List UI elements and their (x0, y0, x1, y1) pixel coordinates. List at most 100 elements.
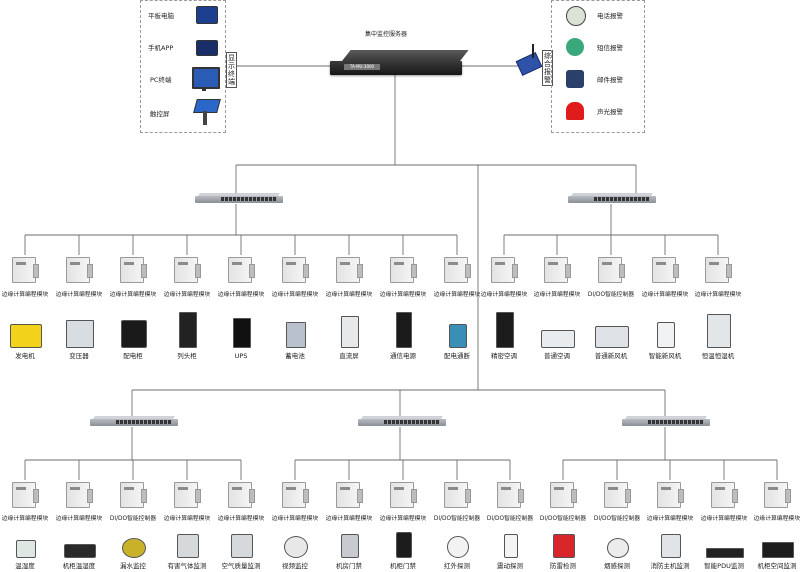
module-label: 边缘计算编程模块 (325, 292, 373, 298)
controller-module (120, 482, 147, 508)
field-device-icon (449, 324, 467, 348)
controller-module (711, 482, 738, 508)
pc-terminal-label: PC终端 (150, 76, 172, 84)
field-device-icon (341, 534, 359, 558)
device-label: 温湿度 (15, 562, 35, 570)
module-label: DI/DO智能控制器 (433, 516, 481, 522)
field-device-icon (16, 540, 36, 558)
email-alarm-icon (566, 70, 584, 88)
device-label: 烟感探测 (604, 562, 630, 570)
controller-module (550, 482, 577, 508)
field-device-icon (284, 536, 308, 558)
module-label: 边缘计算编程模块 (163, 292, 211, 298)
module-label: DI/DO智能控制器 (587, 292, 635, 298)
phone-alarm-icon (566, 6, 586, 26)
controller-module (12, 482, 39, 508)
controller-module (497, 482, 524, 508)
monitor-stand-icon (202, 87, 206, 91)
server-rack: TA-MU-3000 (330, 61, 462, 75)
field-device-icon (121, 320, 147, 348)
module-label: 边缘计算编程模块 (1, 292, 49, 298)
controller-module (764, 482, 791, 508)
tablet-label: 平板电脑 (148, 12, 174, 20)
controller-module (228, 482, 255, 508)
sms-alarm-icon (566, 38, 584, 56)
controller-module (390, 482, 417, 508)
field-device-icon (286, 322, 306, 348)
server-plate: TA-MU-3000 (344, 64, 380, 70)
device-label: 机柜温湿度 (62, 562, 96, 570)
field-device-icon (541, 330, 575, 348)
email-alarm-label: 邮件报警 (597, 76, 623, 84)
controller-module (282, 257, 309, 283)
device-label: 列头柜 (177, 352, 197, 360)
device-label: UPS (234, 352, 248, 360)
controller-module (491, 257, 518, 283)
module-label: DI/DO智能控制器 (486, 516, 534, 522)
field-device-icon (504, 534, 518, 558)
module-label: 边缘计算编程模块 (480, 292, 528, 298)
controller-module (544, 257, 571, 283)
module-label: 边缘计算编程模块 (217, 292, 265, 298)
module-label: DI/DO智能控制器 (593, 516, 641, 522)
module-label: 边缘计算编程模块 (271, 292, 319, 298)
alarm-group (551, 0, 645, 133)
module-label: 边缘计算编程模块 (700, 516, 748, 522)
controller-module (444, 482, 471, 508)
field-device-icon (396, 532, 412, 558)
display-terminal-group (140, 0, 226, 133)
field-device-icon (657, 322, 675, 348)
module-label: 边缘计算编程模块 (217, 516, 265, 522)
device-label: 机房门禁 (336, 562, 362, 570)
device-label: 消防主机监测 (650, 562, 690, 570)
field-device-icon (122, 538, 146, 558)
device-label: 配电柜 (123, 352, 143, 360)
module-label: 边缘计算编程模块 (753, 516, 800, 522)
controller-module (604, 482, 631, 508)
device-label: 有害气体监测 (167, 562, 207, 570)
module-label: 边缘计算编程模块 (163, 516, 211, 522)
module-label: 边缘计算编程模块 (325, 516, 373, 522)
tablet-icon (196, 6, 218, 24)
field-device-icon (10, 324, 42, 348)
field-device-icon (231, 534, 253, 558)
field-device-icon (607, 538, 629, 558)
controller-module (12, 257, 39, 283)
field-device-icon (661, 534, 681, 558)
server-top-face (342, 50, 469, 61)
device-label: 蓄电池 (285, 352, 305, 360)
field-device-icon (762, 542, 794, 558)
module-label: 边缘计算编程模块 (694, 292, 742, 298)
device-label: 普通空调 (544, 352, 570, 360)
controller-module (336, 482, 363, 508)
siren-alarm-icon (566, 102, 584, 120)
network-switch-2 (568, 193, 656, 203)
controller-module (228, 257, 255, 283)
controller-module (444, 257, 471, 283)
field-device-icon (66, 320, 94, 348)
controller-module (66, 482, 93, 508)
module-label: 边缘计算编程模块 (379, 516, 427, 522)
device-label: 恒温恒湿机 (701, 352, 735, 360)
siren-alarm-label: 声光报警 (597, 108, 623, 116)
field-device-icon (64, 544, 96, 558)
phone-icon (196, 40, 218, 56)
controller-module (390, 257, 417, 283)
field-device-icon (179, 312, 197, 348)
controller-module (66, 257, 93, 283)
controller-module (652, 257, 679, 283)
device-label: 精密空调 (491, 352, 517, 360)
network-switch-1 (195, 193, 283, 203)
device-label: 机柜门禁 (390, 562, 416, 570)
field-device-icon (396, 312, 412, 348)
device-label: 智能新风机 (648, 352, 682, 360)
device-label: 漏水监控 (120, 562, 146, 570)
device-label: 空气质量监测 (221, 562, 261, 570)
device-label: 红外探测 (444, 562, 470, 570)
monitor-icon (192, 67, 220, 89)
sms-alarm-label: 短信报警 (597, 44, 623, 52)
touch-screen-label: 触控屏 (150, 110, 170, 118)
controller-module (120, 257, 147, 283)
network-switch-5 (622, 416, 710, 426)
device-label: 通信电源 (390, 352, 416, 360)
